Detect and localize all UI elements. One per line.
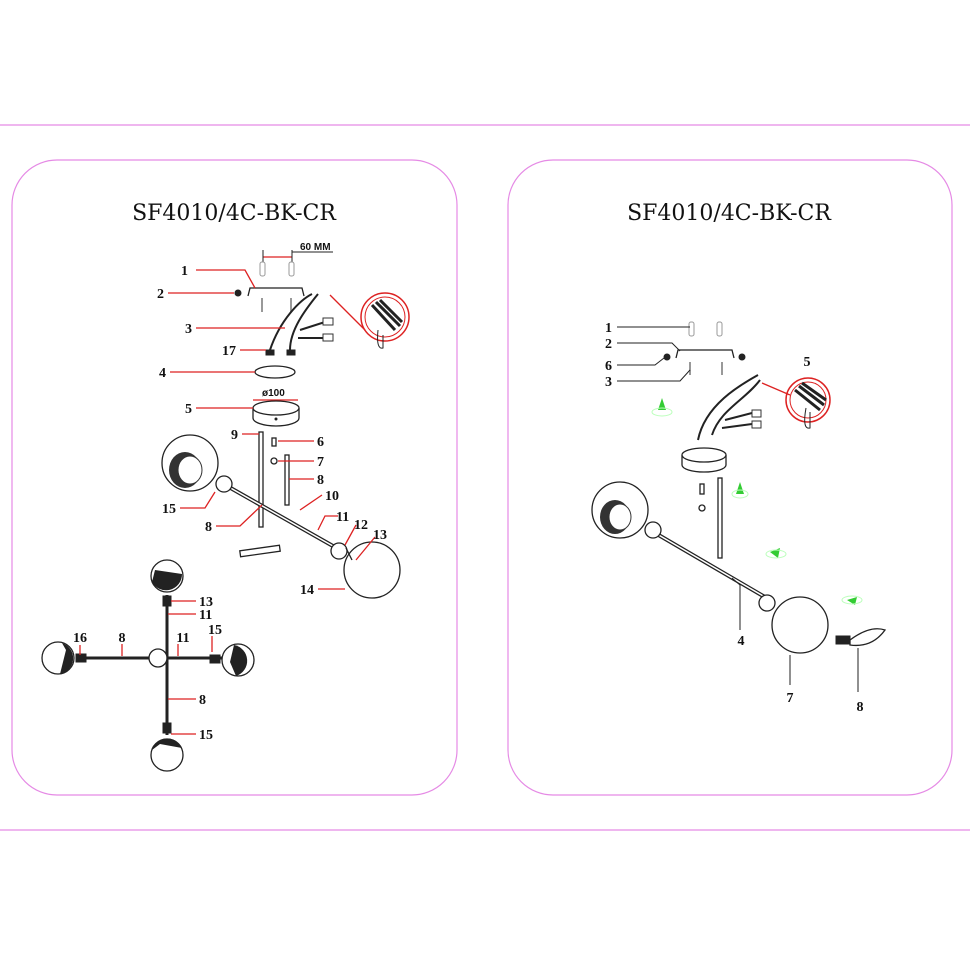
spacing-dimension: 60 MM [262,242,333,262]
plan-callout-8: 8 [119,631,126,646]
callout-8b: 8 [205,520,212,535]
right-panel-frame [507,159,953,796]
nut [271,437,277,447]
rod [717,477,723,559]
shade-left [591,481,662,539]
callout-6: 6 [317,435,324,450]
callout-5: 5 [185,402,192,417]
diameter-label: ø100 [262,388,285,399]
callout-6: 6 [605,359,612,374]
callout-11: 11 [336,510,349,525]
plan-callout-13: 13 [199,595,213,610]
plan-view [41,559,255,772]
callout-12: 12 [354,518,368,533]
callout-14: 14 [300,583,314,598]
callout-3: 3 [605,375,612,390]
plan-callout-15b: 15 [199,728,213,743]
callout-7: 7 [317,455,324,470]
mounting-bracket [675,349,735,359]
plan-shade-right [209,643,255,677]
callout-15: 15 [162,502,176,517]
right-title: SF4010/4C-BK-CR [627,201,832,226]
callout-1: 1 [605,321,612,336]
callout-8: 8 [857,700,864,715]
rod [258,431,264,528]
connector-detail-circle [761,377,831,429]
left-title: SF4010/4C-BK-CR [132,201,337,226]
plan-shade-bottom [150,722,184,772]
callout-2: 2 [605,337,612,352]
shade-right [330,541,401,599]
shade-left [161,434,233,493]
plan-shade-top [150,559,184,607]
right-leaders [617,326,859,692]
spacing-label: 60 MM [300,242,331,253]
canopy: ø100 [252,388,300,427]
left-panel: SF4010/4C-BK-CR 60 MM [41,201,410,772]
cover-plate [254,365,296,379]
mounting-bracket [247,287,305,297]
left-leaders [168,269,376,590]
end-cap [239,544,281,558]
nut [699,483,705,495]
green-arrow-icons [651,398,863,605]
plan-callout-11b: 11 [176,631,189,646]
callout-1: 1 [181,264,188,279]
right-panel: SF4010/4C-BK-CR [591,201,887,715]
connector-detail-circle [329,292,410,349]
callout-10: 10 [325,489,339,504]
callout-17: 17 [222,344,236,359]
washer [270,457,278,465]
callout-7: 7 [787,691,794,706]
callout-2: 2 [157,287,164,302]
bulb [835,628,887,647]
callout-3: 3 [185,322,192,337]
wall-anchors [259,261,295,312]
wiring [697,374,761,441]
callout-8: 8 [317,473,324,488]
shade-right [758,594,829,654]
plan-callout-11: 11 [199,608,212,623]
plan-callout-15: 15 [208,623,222,638]
bracket-screw [234,289,242,297]
callout-4: 4 [738,634,745,649]
callout-5: 5 [804,355,811,370]
plan-callout-8b: 8 [199,693,206,708]
callout-13: 13 [373,528,387,543]
wiring [269,293,326,351]
rod [284,454,290,506]
left-panel-frame [11,159,458,796]
plan-callout-16: 16 [73,631,87,646]
callout-4: 4 [159,366,166,381]
callout-9: 9 [231,428,238,443]
plan-shade-left [41,641,87,675]
